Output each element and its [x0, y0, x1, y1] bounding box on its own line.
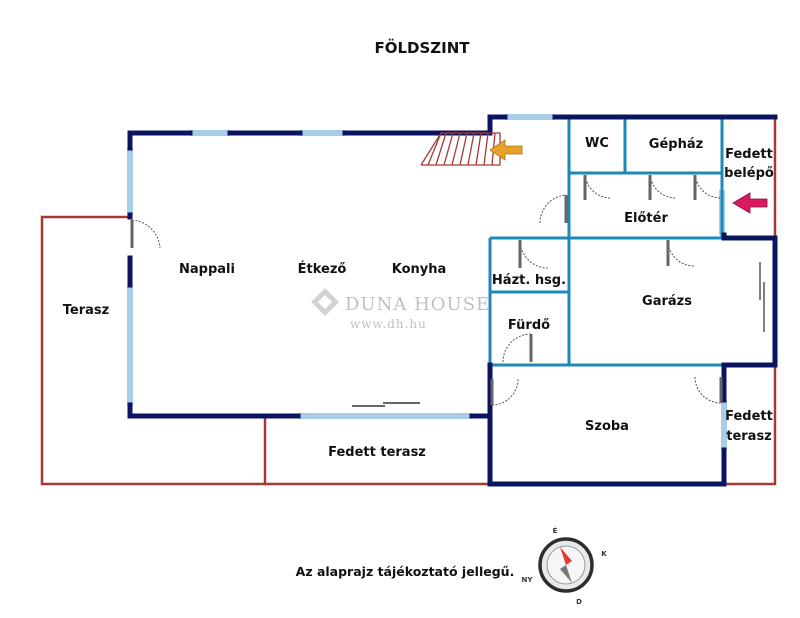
room-label-eloter: Előtér: [624, 211, 668, 226]
garage-door: [759, 262, 765, 332]
compass-south-label: D: [576, 598, 582, 606]
floor-title: FÖLDSZINT: [374, 38, 470, 57]
room-label-garazs: Garázs: [642, 294, 692, 309]
room-label-szoba: Szoba: [585, 419, 629, 434]
room-label-nappali: Nappali: [179, 262, 235, 277]
interior-walls: [488, 117, 775, 367]
stair-direction-arrow-icon: [489, 139, 523, 161]
doors: [131, 174, 722, 406]
room-label-hazt-hsg: Házt. hsg.: [492, 273, 566, 288]
watermark-brand: DUNA HOUSE: [345, 294, 490, 315]
terrace-outlines: [40, 117, 777, 486]
room-label-fedett-belepo-1: Fedett: [725, 147, 773, 162]
watermark-url: www.dh.hu: [350, 317, 427, 331]
room-label-fedett-terasz2-2: terasz: [726, 429, 772, 444]
room-label-konyha: Konyha: [392, 262, 447, 277]
compass-icon: É K D NY: [522, 526, 608, 606]
compass-west-label: NY: [522, 576, 534, 584]
room-label-etkezo: Étkező: [298, 261, 347, 277]
room-label-furdo: Fürdő: [508, 318, 550, 333]
entry-arrow-icon: [732, 192, 768, 214]
room-label-wc: WC: [585, 136, 609, 151]
compass-east-label: K: [601, 550, 607, 558]
covered-terrace-right-outline: [724, 365, 777, 486]
exterior-walls: [127, 114, 778, 487]
room-label-fedett-terasz: Fedett terasz: [328, 445, 426, 460]
room-label-fedett-belepo-2: belépő: [724, 166, 774, 181]
compass-north-label: É: [553, 526, 558, 535]
watermark: DUNA HOUSE www.dh.hu: [311, 288, 490, 331]
stairs: [420, 132, 501, 166]
disclaimer-text: Az alaprajz tájékoztató jellegű.: [296, 564, 515, 579]
door-leaves: [130, 175, 723, 405]
terrace-left-outline: [40, 215, 267, 486]
room-label-gephaz: Gépház: [649, 137, 703, 152]
room-label-fedett-terasz2-1: Fedett: [725, 409, 773, 424]
windows: [127, 114, 727, 450]
sliding-door: [352, 402, 420, 407]
room-label-terasz: Terasz: [63, 303, 109, 318]
